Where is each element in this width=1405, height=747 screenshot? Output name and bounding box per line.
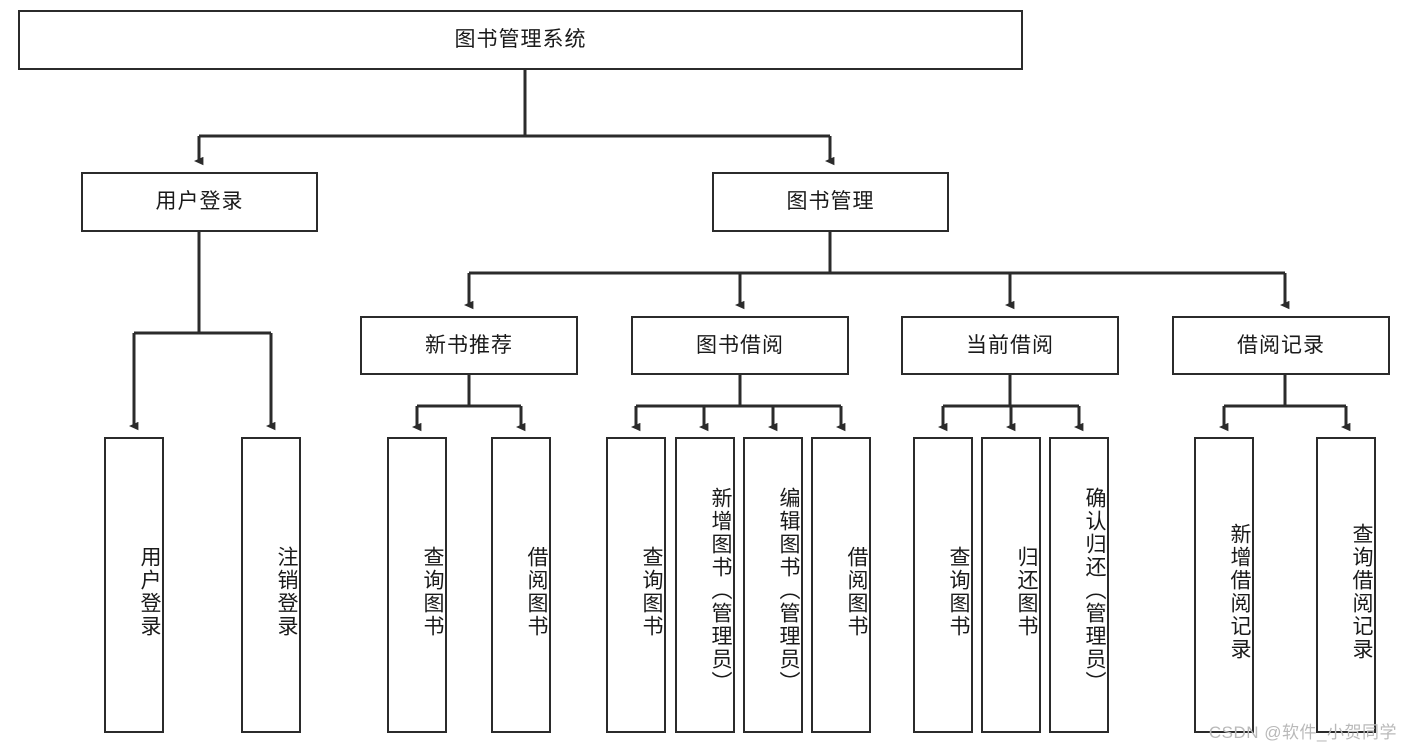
- node-leaf-query-book-3-label: 查询图书: [947, 546, 970, 638]
- node-book-manage-label: 图书管理: [786, 190, 875, 214]
- node-user-login[interactable]: 用户登录: [81, 172, 318, 232]
- node-new-book-recommend[interactable]: 新书推荐: [360, 316, 578, 375]
- node-book-borrow[interactable]: 图书借阅: [631, 316, 849, 375]
- node-leaf-query-book-3[interactable]: 查询图书: [913, 437, 973, 733]
- node-leaf-borrow-book-2[interactable]: 借阅图书: [811, 437, 871, 733]
- node-leaf-confirm-return[interactable]: 确认归还（管理员）: [1049, 437, 1109, 733]
- node-leaf-query-book-2[interactable]: 查询图书: [606, 437, 666, 733]
- node-leaf-add-record-label: 新增借阅记录: [1228, 523, 1251, 661]
- node-leaf-user-logout-label: 注销登录: [275, 546, 298, 638]
- node-leaf-add-book[interactable]: 新增图书（管理员）: [675, 437, 735, 733]
- node-leaf-query-record[interactable]: 查询借阅记录: [1316, 437, 1376, 733]
- node-leaf-add-book-label: 新增图书（管理员）: [709, 486, 732, 694]
- node-book-manage[interactable]: 图书管理: [712, 172, 949, 232]
- node-leaf-query-book-1[interactable]: 查询图书: [387, 437, 447, 733]
- node-leaf-return-book-label: 归还图书: [1015, 546, 1038, 638]
- node-leaf-confirm-return-label: 确认归还（管理员）: [1083, 486, 1106, 694]
- node-current-borrow-label: 当前借阅: [966, 333, 1054, 357]
- node-leaf-query-book-1-label: 查询图书: [421, 546, 444, 638]
- node-leaf-borrow-book-1-label: 借阅图书: [525, 546, 548, 638]
- node-new-book-recommend-label: 新书推荐: [425, 333, 513, 357]
- node-leaf-add-record[interactable]: 新增借阅记录: [1194, 437, 1254, 733]
- node-current-borrow[interactable]: 当前借阅: [901, 316, 1119, 375]
- node-leaf-borrow-book-2-label: 借阅图书: [845, 546, 868, 638]
- node-leaf-query-book-2-label: 查询图书: [640, 546, 663, 638]
- node-leaf-return-book[interactable]: 归还图书: [981, 437, 1041, 733]
- node-leaf-user-login[interactable]: 用户登录: [104, 437, 164, 733]
- node-leaf-borrow-book-1[interactable]: 借阅图书: [491, 437, 551, 733]
- watermark: CSDN @软件_小贺同学: [1208, 723, 1397, 742]
- node-leaf-query-record-label: 查询借阅记录: [1350, 523, 1373, 661]
- node-leaf-edit-book-label: 编辑图书（管理员）: [777, 486, 800, 694]
- node-root-label: 图书管理系统: [454, 28, 587, 52]
- node-leaf-edit-book[interactable]: 编辑图书（管理员）: [743, 437, 803, 733]
- node-borrow-record-label: 借阅记录: [1237, 333, 1325, 357]
- node-book-borrow-label: 图书借阅: [696, 333, 784, 357]
- node-leaf-user-logout[interactable]: 注销登录: [241, 437, 301, 733]
- node-borrow-record[interactable]: 借阅记录: [1172, 316, 1390, 375]
- node-root[interactable]: 图书管理系统: [18, 10, 1023, 70]
- node-leaf-user-login-label: 用户登录: [138, 546, 161, 638]
- node-user-login-label: 用户登录: [155, 190, 244, 214]
